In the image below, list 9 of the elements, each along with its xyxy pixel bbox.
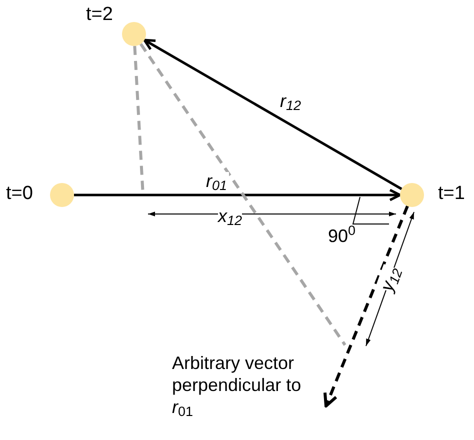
- annotation-text: Arbitrary vector perpendicular tor$_{01}$: [172, 352, 302, 418]
- arrow: [323, 206, 409, 408]
- edge-label: r$_{01}$: [204, 172, 230, 190]
- arrow: [143, 38, 402, 190]
- dashed-line: [140, 43, 346, 346]
- time-label: t=2: [86, 5, 113, 24]
- time-label: t=1: [438, 184, 465, 203]
- arrow: [74, 188, 402, 202]
- time-label: t=0: [6, 184, 33, 203]
